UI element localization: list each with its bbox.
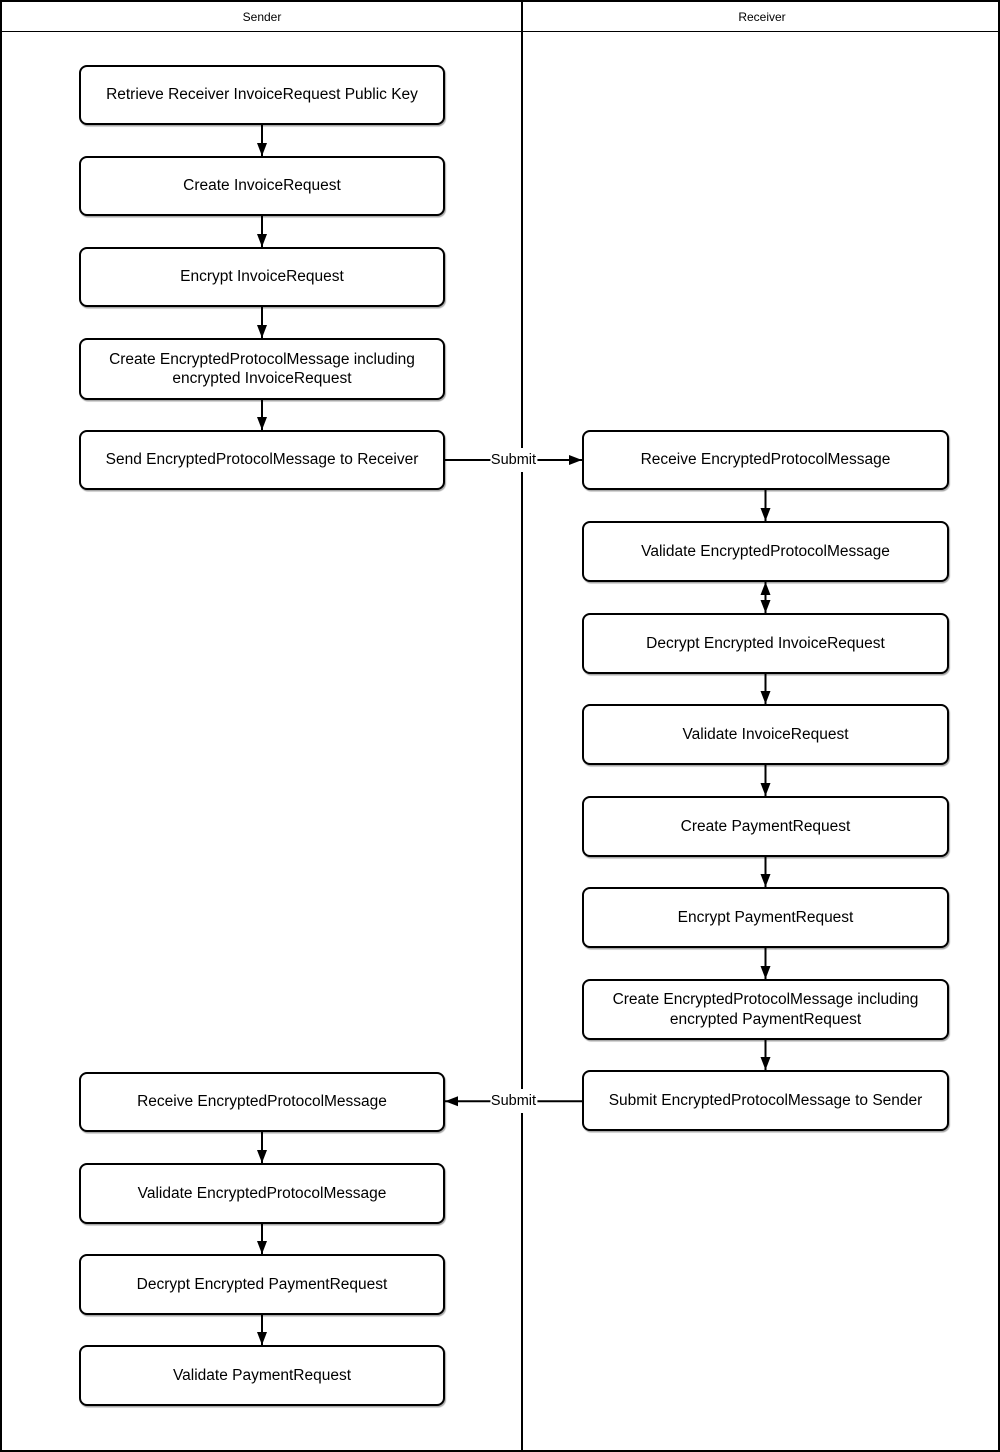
flow-node-label: Encrypt InvoiceRequest	[180, 268, 344, 286]
flow-node-label: Create InvoiceRequest	[183, 177, 341, 195]
lane-header-row: Sender Receiver	[2, 2, 998, 32]
flow-node-s5: Send EncryptedProtocolMessage to Receive…	[79, 430, 445, 490]
edge-label-s5-r1: Submit	[489, 448, 538, 472]
flow-node-r1: Receive EncryptedProtocolMessage	[582, 430, 949, 490]
flow-node-label: Validate EncryptedProtocolMessage	[137, 1184, 387, 1202]
flow-node-label: Create PaymentRequest	[680, 817, 851, 835]
flow-node-r2: Validate EncryptedProtocolMessage	[582, 521, 949, 582]
lane-header-receiver: Receiver	[738, 10, 786, 24]
flow-node-label: Decrypt Encrypted PaymentRequest	[136, 1275, 388, 1293]
flow-node-label: Retrieve Receiver InvoiceRequest Public …	[106, 86, 418, 104]
flow-node-label: Submit EncryptedProtocolMessage to Sende…	[608, 1091, 923, 1109]
lane-header-sender: Sender	[242, 10, 282, 24]
flow-node-r3: Decrypt Encrypted InvoiceRequest	[582, 613, 949, 674]
flow-node-r4: Validate InvoiceRequest	[582, 704, 949, 765]
edge-label-r8-s6: Submit	[489, 1089, 538, 1114]
flow-node-label: Validate PaymentRequest	[172, 1366, 352, 1384]
flow-node-s7: Validate EncryptedProtocolMessage	[79, 1163, 445, 1224]
flow-node-label: Encrypt PaymentRequest	[677, 908, 854, 926]
flow-node-r6: Encrypt PaymentRequest	[582, 887, 949, 948]
flow-node-label: Receive EncryptedProtocolMessage	[137, 1093, 387, 1111]
flow-node-r5: Create PaymentRequest	[582, 796, 949, 857]
flow-node-s8: Decrypt Encrypted PaymentRequest	[79, 1254, 445, 1315]
flow-node-label: Create EncryptedProtocolMessage includin…	[612, 991, 919, 1028]
flow-node-r8: Submit EncryptedProtocolMessage to Sende…	[582, 1070, 949, 1131]
flow-node-label: Receive EncryptedProtocolMessage	[640, 451, 891, 469]
flow-node-s6: Receive EncryptedProtocolMessage	[79, 1072, 445, 1132]
flow-node-label: Send EncryptedProtocolMessage to Receive…	[105, 451, 419, 469]
flow-node-s4: Create EncryptedProtocolMessage includin…	[79, 338, 445, 400]
flow-node-s1: Retrieve Receiver InvoiceRequest Public …	[79, 65, 445, 125]
flow-node-s2: Create InvoiceRequest	[79, 156, 445, 216]
flow-node-label: Create EncryptedProtocolMessage includin…	[109, 350, 415, 387]
flow-node-label: Validate EncryptedProtocolMessage	[641, 542, 890, 560]
flow-node-s3: Encrypt InvoiceRequest	[79, 247, 445, 307]
lane-divider	[521, 2, 523, 1450]
flow-node-label: Validate InvoiceRequest	[682, 725, 849, 743]
flow-node-label: Decrypt Encrypted InvoiceRequest	[646, 634, 885, 652]
flow-node-r7: Create EncryptedProtocolMessage includin…	[582, 979, 949, 1040]
flow-node-s9: Validate PaymentRequest	[79, 1345, 445, 1406]
